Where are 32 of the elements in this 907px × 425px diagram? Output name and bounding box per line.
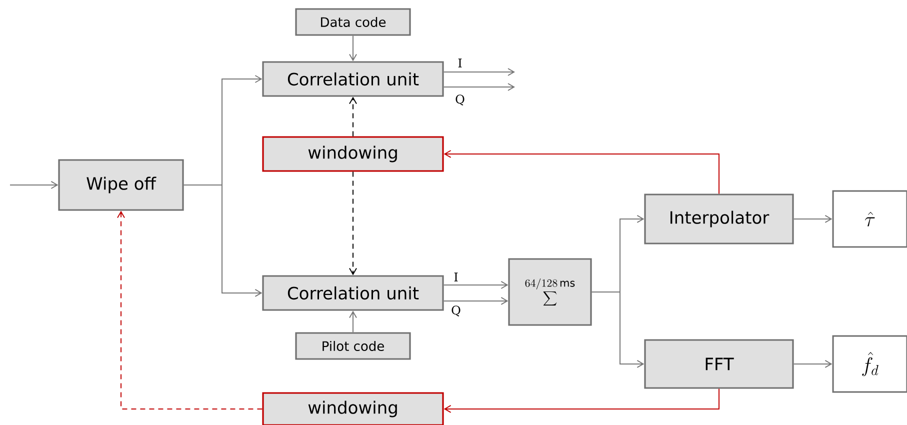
output-box: $\hat{f}_d$: [832, 335, 907, 393]
arrow: [444, 150, 720, 194]
summation-box: $\sum^{64/128\,\mathrm{ms}}$: [508, 258, 592, 326]
arrow: [443, 83, 515, 91]
edge-label: I: [454, 272, 458, 282]
arrow: [443, 297, 508, 305]
windowing-box: windowing: [262, 136, 444, 172]
output-box: $\hat{\tau}$: [832, 190, 907, 248]
arrow: [443, 68, 515, 76]
arrow: [793, 215, 832, 223]
dashed-arrow: [349, 96, 357, 137]
edge-label: Q: [452, 306, 460, 316]
dashed-arrow: [349, 171, 357, 276]
edge-label: I: [458, 58, 462, 68]
process-box: Wipe off: [58, 159, 184, 211]
process-box: Interpolator: [644, 194, 794, 244]
windowing-box: windowing: [262, 392, 444, 425]
arrow: [444, 388, 720, 413]
process-box: Correlation unit: [262, 275, 444, 311]
arrow: [591, 292, 644, 368]
process-box: FFT: [644, 339, 794, 389]
arrow: [10, 181, 58, 189]
dashed-arrow: [117, 210, 263, 410]
arrow: [793, 360, 832, 368]
arrow: [443, 281, 508, 289]
arrow: [183, 184, 262, 297]
code-box: Pilot code: [295, 332, 411, 360]
arrow: [349, 35, 357, 62]
code-box: Data code: [295, 8, 411, 36]
edge-label: Q: [456, 94, 464, 106]
process-box: Correlation unit: [262, 61, 444, 97]
arrow: [349, 310, 357, 333]
